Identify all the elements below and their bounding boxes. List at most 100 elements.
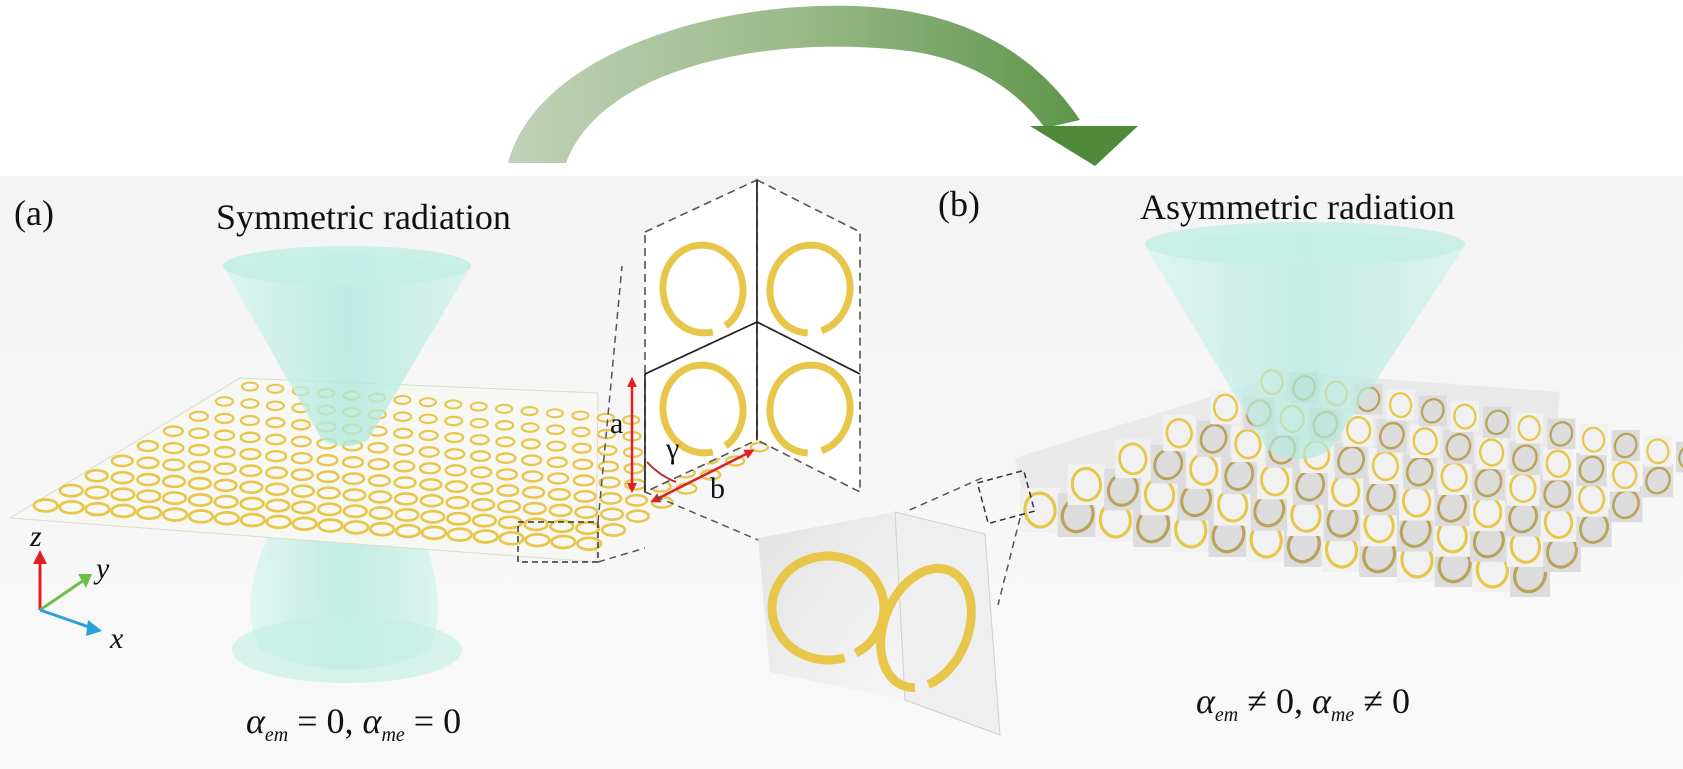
ring-b bbox=[1474, 467, 1503, 498]
ring-a bbox=[264, 449, 288, 463]
split-ring-4 bbox=[766, 361, 854, 457]
ring-a bbox=[393, 411, 413, 422]
ring-a bbox=[369, 521, 396, 537]
ring-a bbox=[110, 503, 137, 519]
folded-tile bbox=[1575, 480, 1609, 517]
ring-b bbox=[1379, 421, 1405, 450]
ring-a bbox=[445, 495, 470, 510]
ring-a bbox=[546, 440, 567, 452]
ring-a bbox=[418, 462, 442, 475]
ring-a bbox=[239, 431, 261, 444]
y-arrowhead bbox=[78, 574, 92, 588]
ring-a bbox=[317, 518, 344, 533]
ring-a bbox=[444, 448, 466, 460]
x-axis-arrow bbox=[39, 608, 93, 630]
ring-a bbox=[161, 507, 189, 522]
ring-b bbox=[1578, 455, 1605, 484]
ring-b bbox=[1165, 417, 1193, 449]
ring-a bbox=[471, 497, 496, 512]
folded-tile bbox=[1437, 458, 1471, 495]
ring-a bbox=[571, 426, 591, 438]
flat-metasurface bbox=[8, 377, 793, 563]
folded-tile bbox=[1642, 463, 1674, 498]
ring-a bbox=[546, 424, 566, 436]
ring-a bbox=[624, 493, 649, 507]
ring-a bbox=[599, 507, 625, 521]
ring-a bbox=[342, 488, 367, 502]
ring-a bbox=[444, 415, 464, 427]
ring-a bbox=[550, 534, 577, 550]
folded-tile bbox=[1115, 439, 1151, 479]
ring-b bbox=[1199, 423, 1228, 454]
ring-a bbox=[110, 454, 134, 468]
dimension-b-label: b bbox=[710, 472, 725, 505]
folded-tile bbox=[1020, 488, 1060, 532]
transition-arrow bbox=[508, 5, 1138, 166]
axis-x-label: x bbox=[110, 622, 124, 655]
split-ring-closeup-right bbox=[876, 563, 976, 693]
ring-a bbox=[469, 401, 488, 412]
ring-a bbox=[316, 486, 341, 500]
ring-b bbox=[1581, 426, 1606, 453]
ring-a bbox=[445, 511, 472, 526]
ring-a bbox=[446, 527, 473, 542]
ring-a bbox=[58, 483, 84, 498]
ring-a bbox=[520, 422, 540, 433]
lower-cone-base bbox=[232, 617, 462, 683]
folded-tile bbox=[1579, 424, 1608, 456]
folded-tile bbox=[1386, 389, 1415, 421]
ring-a bbox=[214, 412, 235, 425]
folded-tile bbox=[1543, 447, 1574, 481]
ring-a bbox=[265, 400, 285, 412]
ring-a bbox=[572, 458, 594, 471]
ring-a bbox=[161, 474, 187, 489]
ring-a bbox=[495, 468, 519, 481]
ring-a bbox=[597, 444, 618, 456]
ring-a bbox=[520, 438, 541, 450]
folded-tile bbox=[1369, 447, 1402, 485]
ring-a bbox=[572, 474, 595, 487]
ring-a bbox=[524, 532, 551, 548]
ring-b bbox=[1023, 491, 1057, 529]
folded-tile bbox=[1197, 420, 1230, 457]
x-arrowhead bbox=[86, 620, 102, 636]
ring-a bbox=[599, 491, 623, 505]
ring-b bbox=[1070, 466, 1103, 502]
ring-a bbox=[239, 512, 266, 528]
ring-a bbox=[161, 491, 188, 506]
ring-a bbox=[523, 517, 549, 532]
axis-z-label: z bbox=[30, 520, 42, 553]
ring-a bbox=[188, 427, 210, 440]
gamma-label: γ bbox=[666, 432, 680, 465]
ring-a bbox=[573, 489, 597, 503]
ring-a bbox=[291, 516, 318, 531]
ring-b bbox=[1445, 433, 1472, 461]
ring-a bbox=[239, 414, 261, 427]
ring-a bbox=[290, 435, 312, 448]
ring-a bbox=[343, 520, 370, 535]
ring-a bbox=[420, 509, 446, 524]
ring-a bbox=[498, 531, 525, 546]
ring-a bbox=[394, 523, 422, 539]
gamma-angle-arc bbox=[646, 461, 677, 483]
equation-b: αem ≠ 0, αme ≠ 0 bbox=[1196, 681, 1410, 727]
folded-tile bbox=[1609, 486, 1643, 523]
ring-a bbox=[188, 410, 209, 422]
ring-a bbox=[136, 505, 163, 521]
ring-a bbox=[419, 478, 443, 492]
folded-tile bbox=[1611, 430, 1640, 461]
ring-a bbox=[265, 514, 292, 530]
folded-tile bbox=[1472, 464, 1505, 501]
panel-b-title: Asymmetric radiation bbox=[1140, 187, 1455, 227]
ring-a bbox=[418, 397, 437, 408]
ring-a bbox=[342, 472, 366, 486]
ring-b bbox=[1420, 398, 1445, 424]
ring-a bbox=[520, 406, 539, 417]
ring-a bbox=[265, 498, 291, 513]
zoom-line-b-bottom bbox=[997, 517, 1021, 606]
ring-a bbox=[290, 452, 313, 465]
ring-b bbox=[1517, 415, 1541, 442]
ring-a bbox=[597, 460, 620, 473]
ring-a bbox=[420, 525, 448, 541]
panel-b-letter: (b) bbox=[938, 184, 980, 224]
